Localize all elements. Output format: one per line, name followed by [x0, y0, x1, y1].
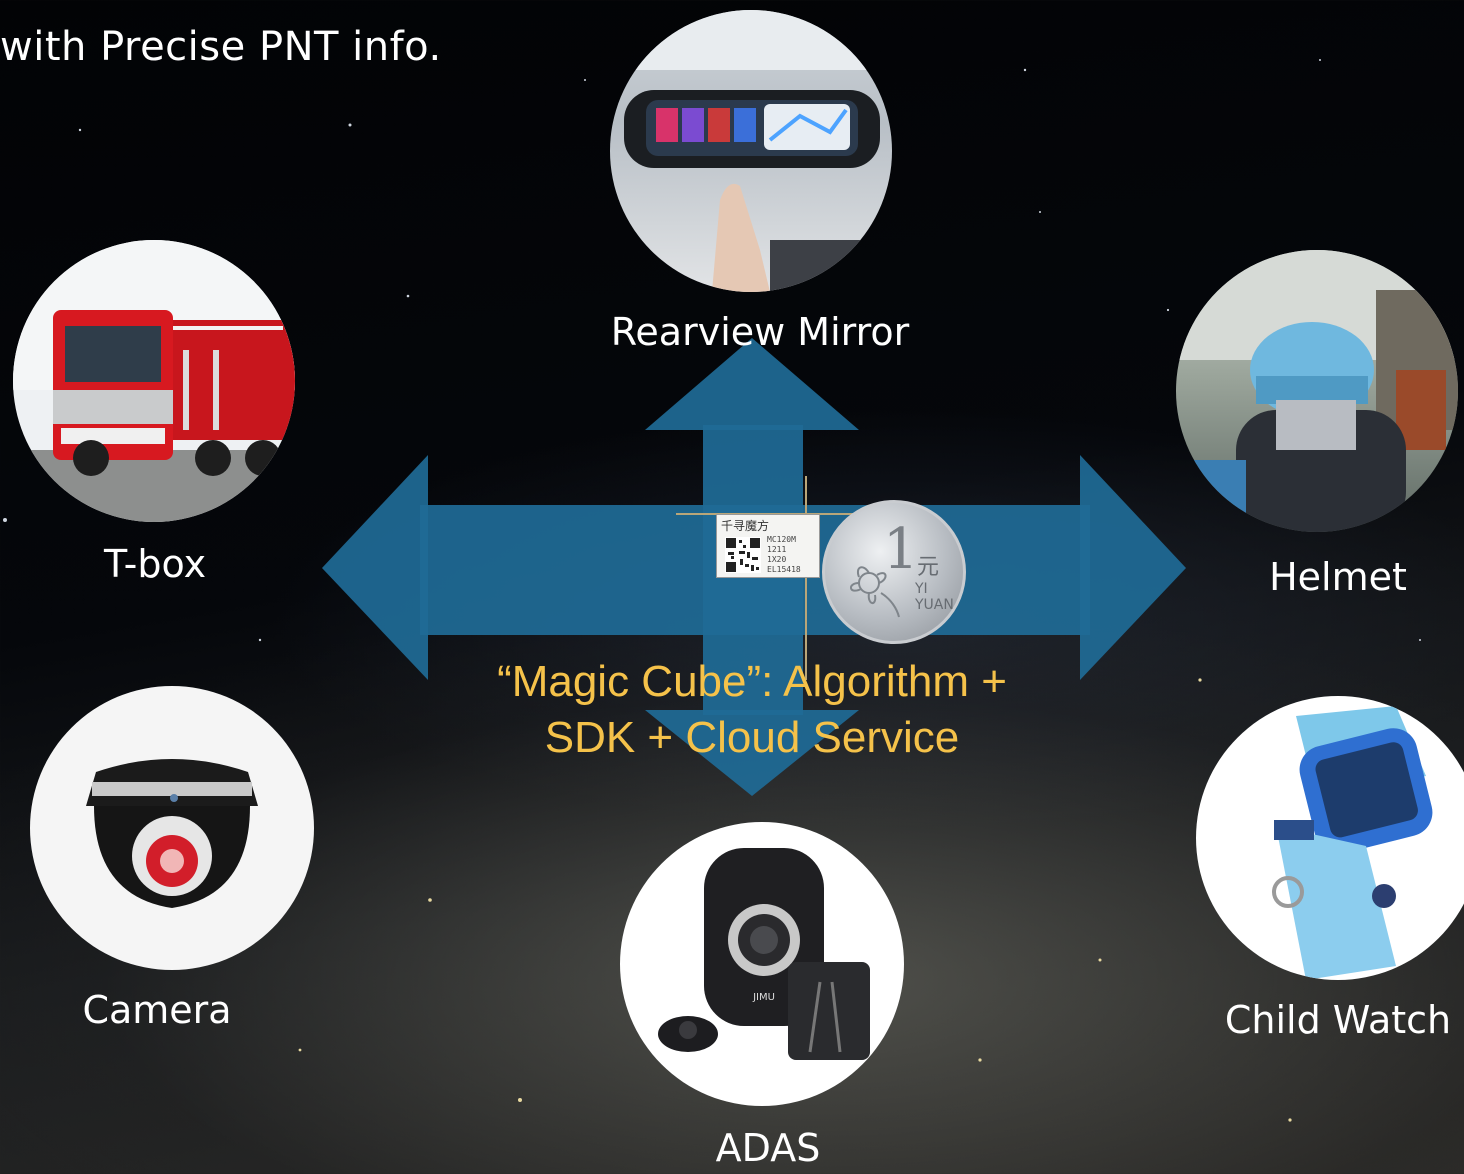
rearview-mirror-label: Rearview Mirror — [610, 310, 910, 354]
adas-label: ADAS — [715, 1126, 821, 1170]
tbox-label: T-box — [103, 542, 207, 586]
one-yuan-coin: 1 元 YI YUAN — [822, 500, 966, 644]
caption-line-1: “Magic Cube”: Algorithm + — [497, 657, 1007, 706]
magic-cube-caption: “Magic Cube”: Algorithm + SDK + Cloud Se… — [442, 654, 1062, 766]
coin-character: 元 — [917, 555, 940, 580]
kids-smartwatch-photo — [1196, 696, 1464, 980]
slide-heading: with Precise PNT info. — [0, 24, 442, 70]
chip-model-text: MC120M 1211 1X20 EL15418 — [767, 535, 801, 574]
dome-camera-icon — [86, 759, 258, 908]
adas-device-photo: JIMU — [620, 822, 904, 1106]
helmet-label: Helmet — [1269, 555, 1407, 599]
magic-cube-chip: 千寻魔方 MC120M 1211 1X20 EL15418 — [716, 514, 820, 578]
adas-brand-text: JIMU — [752, 992, 775, 1003]
fire-truck-photo — [13, 240, 295, 522]
camera-label: Camera — [82, 988, 232, 1032]
right-arrow-head — [1080, 455, 1186, 680]
rearview-mirror-photo — [610, 10, 892, 292]
child-watch-label: Child Watch — [1224, 998, 1452, 1042]
left-arrow-head — [322, 455, 428, 680]
coin-value: 1 — [883, 517, 919, 582]
qr-code-icon — [725, 537, 761, 573]
coin-unit: YI YUAN — [915, 581, 954, 613]
flower-engraving-icon — [850, 566, 900, 618]
dome-camera-photo — [30, 686, 314, 970]
fire-truck-icon — [13, 240, 295, 522]
up-arrow-head — [645, 338, 859, 430]
caption-line-2: SDK + Cloud Service — [544, 713, 960, 762]
down-arrow-head — [645, 710, 859, 796]
rearview-mirror-icon — [610, 10, 892, 292]
adas-device-icon: JIMU — [658, 848, 870, 1060]
helmet-icon — [1176, 250, 1458, 532]
helmet-rider-photo — [1176, 250, 1458, 532]
smartwatch-icon — [1272, 706, 1433, 980]
chip-brand-text: 千寻魔方 — [721, 519, 770, 533]
